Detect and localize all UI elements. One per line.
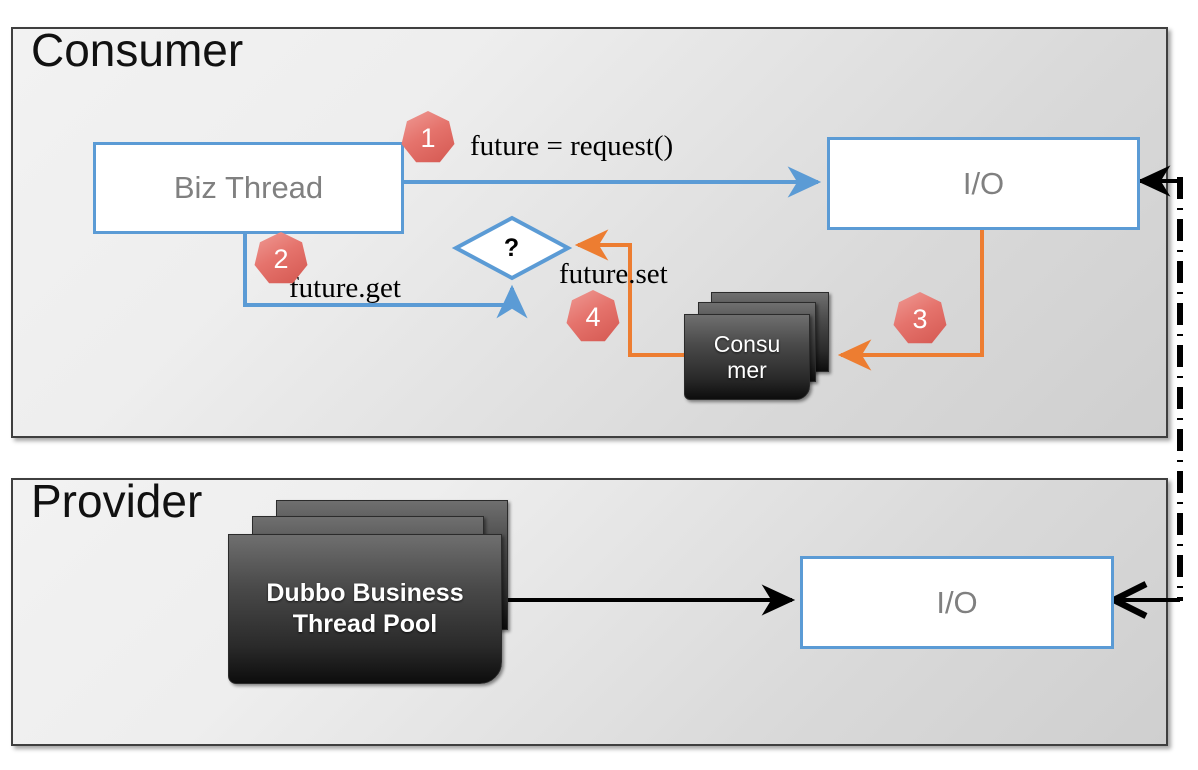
dubbo-thread-pool-stack[interactable]: Dubbo Business Thread Pool: [228, 500, 528, 690]
provider-io-label: I/O: [936, 584, 978, 620]
biz-thread-label: Biz Thread: [173, 170, 324, 205]
consumer-io-label: I/O: [962, 165, 1005, 201]
consumer-thread-stack[interactable]: Consu mer: [684, 292, 830, 400]
edge-label-future-set: future.set: [559, 258, 668, 290]
provider-io-box[interactable]: I/O: [800, 556, 1114, 649]
consumer-card-front: Consu mer: [684, 314, 810, 400]
decision-diamond[interactable]: ?: [455, 216, 568, 280]
provider-panel-title: Provider: [31, 475, 203, 527]
dubbo-thread-pool-label: Dubbo Business Thread Pool: [266, 578, 463, 641]
pool-line-2: Thread Pool: [292, 610, 438, 638]
consumer-stack-line-2: mer: [727, 357, 767, 383]
consumer-io-box[interactable]: I/O: [827, 137, 1140, 230]
pool-card-front: Dubbo Business Thread Pool: [228, 534, 502, 684]
consumer-stack-line-1: Consu: [713, 330, 781, 357]
biz-thread-box[interactable]: Biz Thread: [93, 142, 404, 234]
edge-label-future-get: future.get: [289, 272, 401, 304]
consumer-panel-title: Consumer: [31, 24, 244, 76]
consumer-stack-label: Consu mer: [714, 331, 780, 384]
pool-line-1: Dubbo Business: [266, 578, 464, 607]
edge-label-request: future = request(): [470, 130, 674, 162]
decision-diamond-label: ?: [503, 233, 520, 262]
